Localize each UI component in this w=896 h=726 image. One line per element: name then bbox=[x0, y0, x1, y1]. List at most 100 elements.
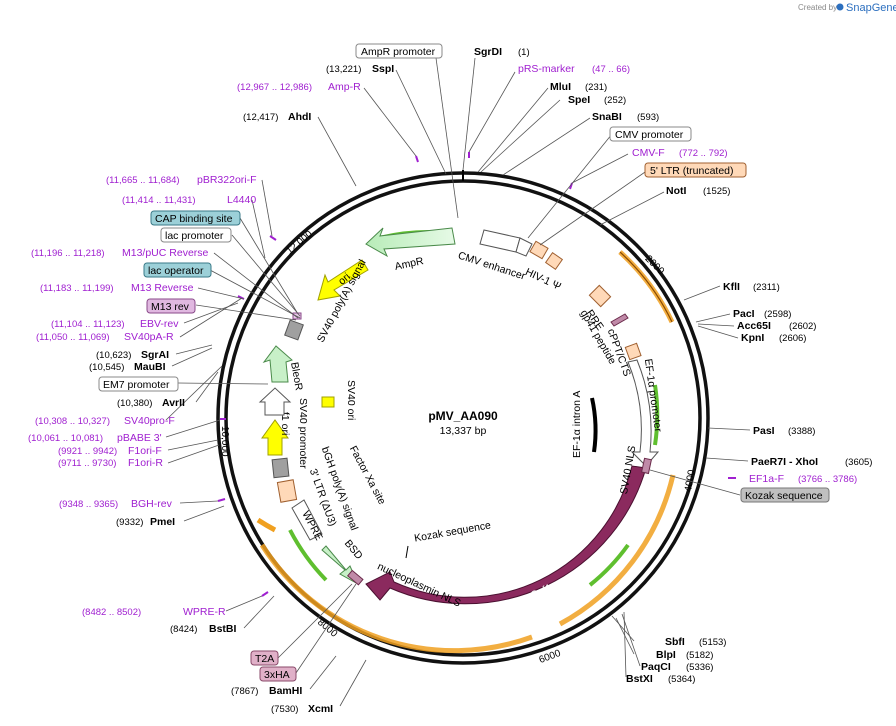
acc65i-coord: (2602) bbox=[789, 321, 816, 332]
leader-ahdi bbox=[317, 116, 357, 187]
kpni-label: KpnI bbox=[741, 332, 764, 344]
paci-label: PacI bbox=[733, 308, 755, 320]
xhoi-label: PaeR7I - XhoI bbox=[751, 456, 818, 468]
ltr5-box bbox=[644, 162, 747, 178]
f1ori-f-coord: (9921 .. 9942) bbox=[58, 446, 117, 457]
spei-label: SpeI bbox=[568, 94, 590, 106]
leader-mlui bbox=[477, 87, 549, 173]
right-labels: KflI (2311) PacI (2598) Acc65I (2602) Kp… bbox=[626, 281, 872, 685]
snabi-coord: (593) bbox=[637, 112, 659, 123]
cmv-f-coord: (772 .. 792) bbox=[679, 148, 728, 159]
leader-lac-op bbox=[209, 269, 301, 319]
amp-r-coord: (12,967 .. 12,986) bbox=[237, 82, 312, 93]
bstxi-label: BstXI bbox=[626, 673, 653, 685]
ahdi-coord: (12,417) bbox=[243, 112, 278, 123]
ltr5-label: 5' LTR (truncated) bbox=[650, 165, 734, 177]
leader-l4440 bbox=[251, 199, 266, 259]
f1ori-r-coord: (9711 .. 9730) bbox=[58, 458, 116, 469]
bstbi-label: BstBI bbox=[209, 623, 237, 635]
snabi-label: SnaBI bbox=[592, 111, 622, 123]
m13rev-label: M13 Reverse bbox=[131, 282, 194, 294]
cppt-feature bbox=[624, 342, 642, 361]
leader-paqci bbox=[621, 613, 641, 667]
l4440-coord: (11,414 .. 11,431) bbox=[122, 195, 196, 206]
sspi-label: SspI bbox=[372, 63, 394, 75]
kpni-coord: (2606) bbox=[779, 333, 806, 344]
leader-prs bbox=[468, 71, 516, 153]
ltr-arc-top-edge bbox=[619, 251, 673, 323]
leader-cmv-f bbox=[571, 153, 629, 184]
ef1a-f-coord: (3766 .. 3786) bbox=[798, 474, 857, 485]
mlui-coord: (231) bbox=[585, 82, 607, 93]
paqci-coord: (5336) bbox=[686, 662, 713, 673]
pbabe-label: pBABE 3' bbox=[117, 432, 162, 444]
snapgene-logo-icon bbox=[836, 3, 844, 11]
top-labels: AmpR promoter SgrDI (1) pRS-marker (47 .… bbox=[355, 43, 747, 197]
cmv-promoter-label: CMV promoter bbox=[615, 129, 684, 141]
leader-amp-r bbox=[363, 87, 417, 157]
mlui-label: MluI bbox=[550, 81, 571, 93]
cmv-enhancer-label: CMV enhancer bbox=[456, 250, 527, 283]
cmv-promoter-box bbox=[609, 126, 692, 142]
prs-marker-coord: (47 .. 66) bbox=[592, 64, 630, 75]
sbfi-label: SbfI bbox=[665, 636, 685, 648]
cmv-promoter-feature bbox=[515, 237, 533, 257]
pbr322-coord: (11,665 .. 11,684) bbox=[106, 175, 180, 186]
leader-m13puc bbox=[213, 252, 299, 319]
m13-rev-box bbox=[146, 298, 196, 314]
m13-rev-box-label: M13 rev bbox=[151, 301, 190, 313]
left-labels: (13,221) SspI (12,967 .. 12,986) Amp-R (… bbox=[28, 63, 394, 715]
leader-sbfi bbox=[611, 615, 635, 642]
ascpf1-orange-arc bbox=[558, 474, 676, 627]
kozak-box bbox=[740, 487, 830, 503]
sgrai-label: SgrAI bbox=[141, 349, 169, 361]
ef1a-promoter-feature bbox=[627, 359, 660, 467]
avrii-label: AvrII bbox=[162, 397, 185, 409]
primer-mark-pbr322 bbox=[269, 235, 277, 241]
blpi-coord: (5182) bbox=[686, 650, 713, 661]
watermark-prefix: Created by bbox=[798, 3, 837, 12]
leader-kfli bbox=[683, 285, 721, 301]
kozak-inner-leader bbox=[405, 545, 409, 559]
bottom-orange-arc bbox=[259, 543, 533, 654]
ahdi-label: AhdI bbox=[288, 111, 311, 123]
sv40-ori-label: SV40 ori bbox=[345, 380, 357, 420]
leader-m13rev bbox=[197, 287, 245, 300]
leader-sgrdi bbox=[462, 57, 476, 171]
xcmi-label: XcmI bbox=[308, 703, 333, 715]
leader-t2a bbox=[277, 583, 353, 659]
hiv-psi-label: HIV-1 Ψ bbox=[523, 266, 563, 293]
bleor-label: BleoR bbox=[288, 361, 305, 392]
sv40-polya-label: SV40 poly(A) signal bbox=[315, 258, 369, 345]
ori-feature bbox=[317, 259, 369, 301]
ltr5-feature bbox=[529, 240, 549, 260]
leader-lac-prom bbox=[231, 234, 301, 317]
leader-em7 bbox=[177, 382, 269, 385]
m13puc-label: M13/pUC Reverse bbox=[122, 247, 209, 259]
sgrdi-coord: (1) bbox=[518, 47, 530, 58]
gp41-feature bbox=[610, 313, 629, 327]
pbabe-coord: (10,061 .. 10,081) bbox=[28, 433, 103, 444]
ascpf1-feature bbox=[365, 465, 647, 605]
bamhi-label: BamHI bbox=[269, 685, 302, 697]
primer-mark-amp-r bbox=[415, 155, 419, 163]
sspi-coord: (13,221) bbox=[326, 64, 361, 75]
sv40pa-label: SV40pA-R bbox=[124, 331, 174, 343]
rre-feature bbox=[588, 284, 612, 308]
leader-noti bbox=[599, 191, 665, 226]
leader-xhoi bbox=[705, 457, 749, 462]
kozak-inner-label: Kozak sequence bbox=[413, 519, 492, 544]
leader-sgrai bbox=[175, 344, 213, 355]
leader-f1ori-f bbox=[167, 439, 219, 451]
sv40-promoter-label: SV40 promoter bbox=[297, 398, 309, 469]
bgh-rev-label: BGH-rev bbox=[131, 498, 173, 510]
sv40pro-coord: (10,308 .. 10,327) bbox=[35, 416, 110, 427]
m13rev-coord: (11,183 .. 11,199) bbox=[40, 283, 114, 294]
pmei-coord: (9332) bbox=[116, 517, 143, 528]
acc65i-label: Acc65I bbox=[737, 320, 771, 332]
leader-xcmi bbox=[339, 659, 367, 707]
lac-promoter-box bbox=[160, 227, 232, 243]
sgrai-coord: (10,623) bbox=[96, 350, 131, 361]
leader-bamhi bbox=[309, 655, 337, 690]
ef1a-intron-feature bbox=[590, 397, 598, 453]
